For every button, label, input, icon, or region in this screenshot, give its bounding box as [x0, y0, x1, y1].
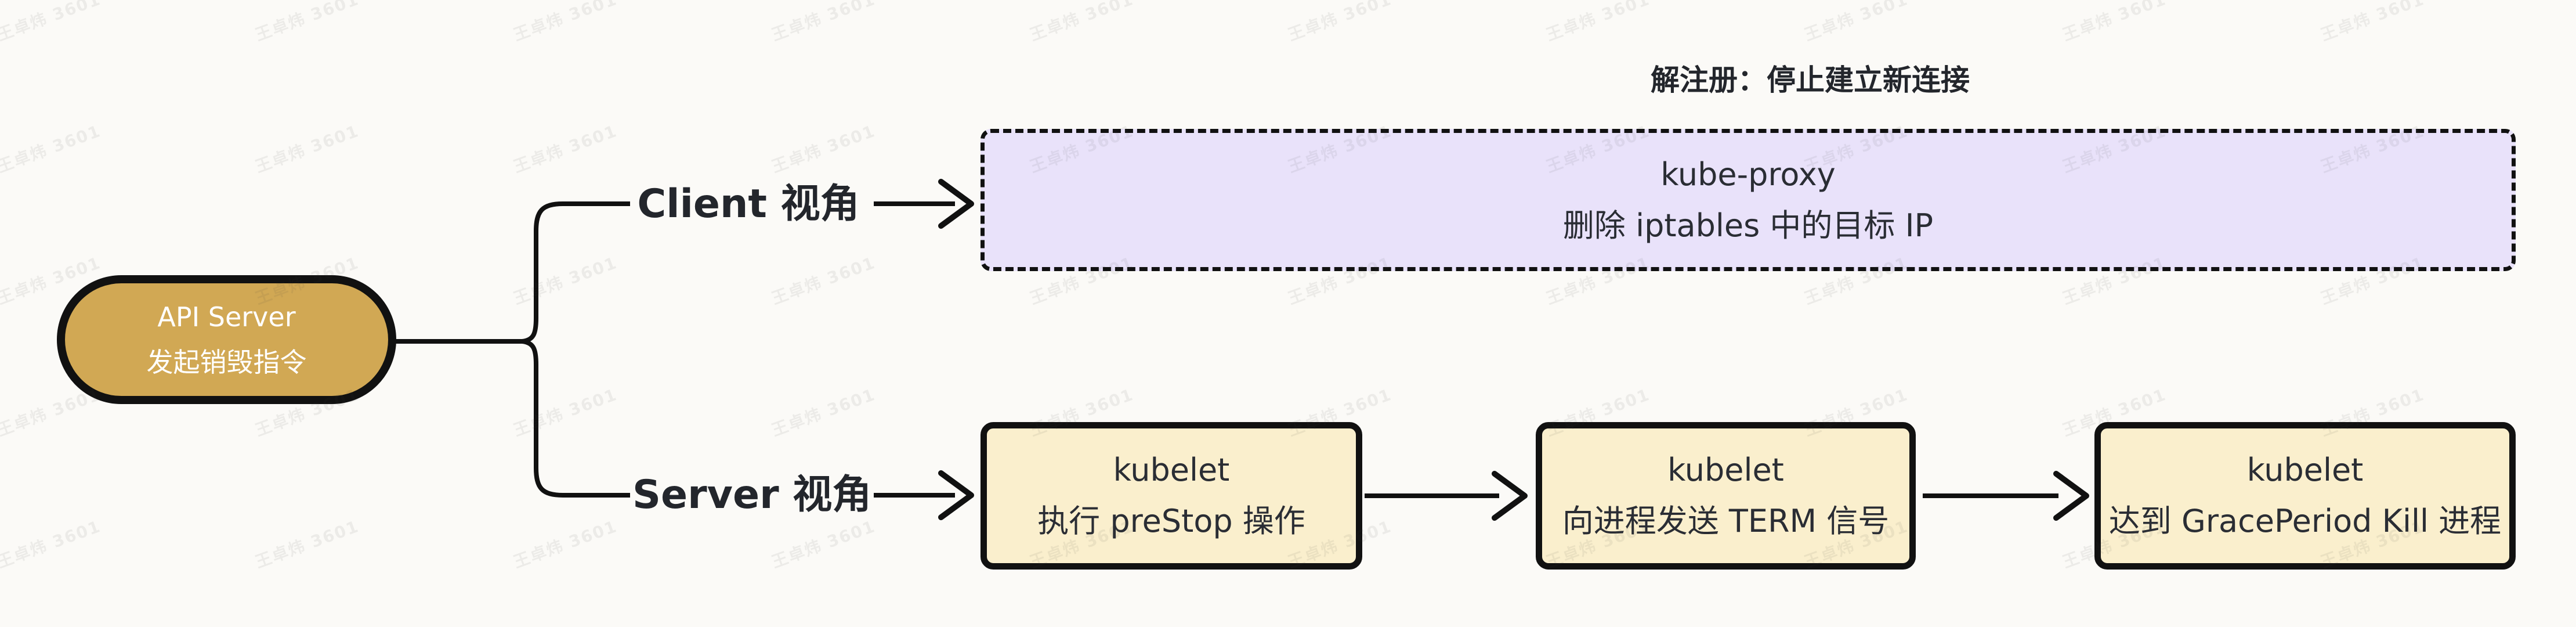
edge-junction-to-server	[522, 339, 630, 498]
node-kube-proxy-subtitle: 删除 iptables 中的目标 IP	[1562, 207, 1934, 244]
node-kubelet-graceperiod-subtitle: 达到 GracePeriod Kill 进程	[2108, 503, 2502, 539]
node-kubelet-term: kubelet 向进程发送 TERM 信号	[1536, 422, 1916, 570]
node-kubelet-prestop-title: kubelet	[1113, 452, 1230, 488]
node-kubelet-term-title: kubelet	[1667, 452, 1784, 488]
client-caption: 解注册：停止建立新连接	[1651, 63, 1970, 97]
node-kubelet-prestop-subtitle: 执行 preStop 操作	[1037, 503, 1305, 539]
edge-junction-to-client	[522, 201, 630, 344]
arrow-server-head-icon	[938, 470, 974, 520]
node-api-server-subtitle: 发起销毁指令	[146, 347, 307, 378]
node-kubelet-graceperiod-title: kubelet	[2246, 452, 2364, 488]
node-kubelet-graceperiod: kubelet 达到 GracePeriod Kill 进程	[2094, 422, 2516, 570]
node-kubelet-prestop: kubelet 执行 preStop 操作	[981, 422, 1362, 570]
branch-label-server: Server 视角	[632, 472, 872, 518]
node-api-server-title: API Server	[157, 301, 296, 333]
arrow-step1-head-icon	[1492, 471, 1528, 521]
node-kube-proxy-title: kube-proxy	[1660, 156, 1836, 193]
node-kube-proxy: kube-proxy 删除 iptables 中的目标 IP	[981, 129, 2516, 271]
branch-label-client: Client 视角	[637, 181, 860, 227]
arrow-client-head-icon	[938, 179, 974, 229]
node-api-server: API Server 发起销毁指令	[57, 275, 396, 404]
node-kubelet-term-subtitle: 向进程发送 TERM 信号	[1562, 503, 1890, 539]
arrow-step2-head-icon	[2053, 471, 2089, 521]
